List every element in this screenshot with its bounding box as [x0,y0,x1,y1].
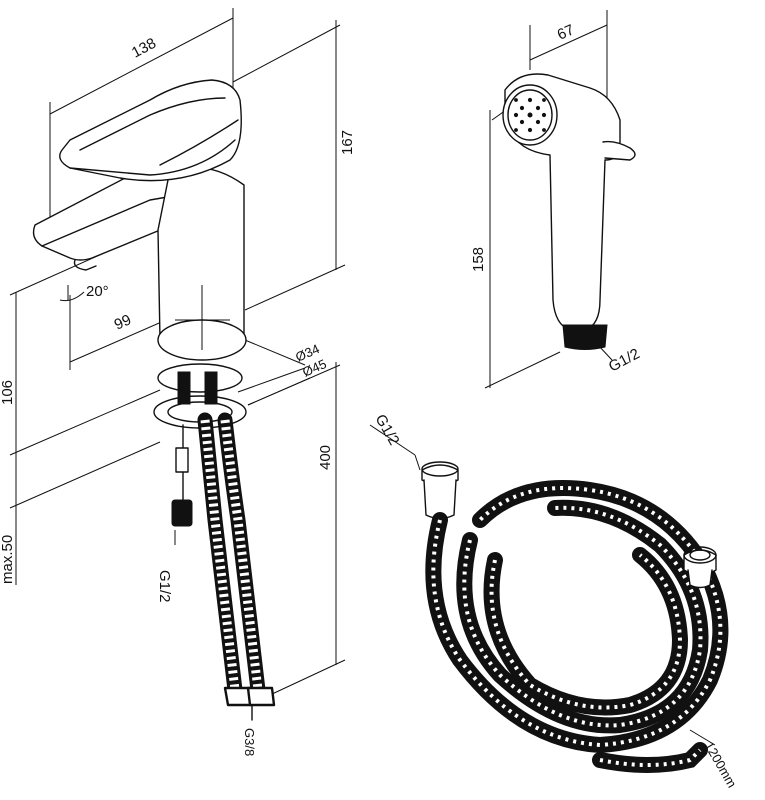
nozzle-dots [513,97,547,133]
shower-trigger [602,140,636,161]
dim-mixer-width: 138 [129,35,159,62]
mixer-tap [9,8,346,721]
dim-coil-length: 1200mm [701,739,739,790]
dim-hose-length: 400 [317,445,334,470]
hand-shower [484,10,636,389]
label-coil-thread: G1/2 [372,412,403,449]
inlet-hose-left [197,412,243,698]
label-shower-thread: G1/2 [606,345,643,375]
coiled-hose [369,424,729,773]
dim-shower-width: 67 [555,21,577,43]
label-inlet-thread: G1/2 [156,570,173,603]
dim-mixer-height: 167 [339,130,356,155]
dim-below-deck: 106 [0,380,16,405]
dim-deck-thickness: max.50 [0,535,16,584]
mixer-dimension-lines [9,8,346,696]
dim-spout-reach: 99 [112,311,134,333]
dim-shower-height: 158 [470,247,487,272]
dim-rotation-angle: 20° [86,283,109,300]
hose-coils [425,480,729,773]
label-hose-end-thread: G3/8 [242,728,257,756]
